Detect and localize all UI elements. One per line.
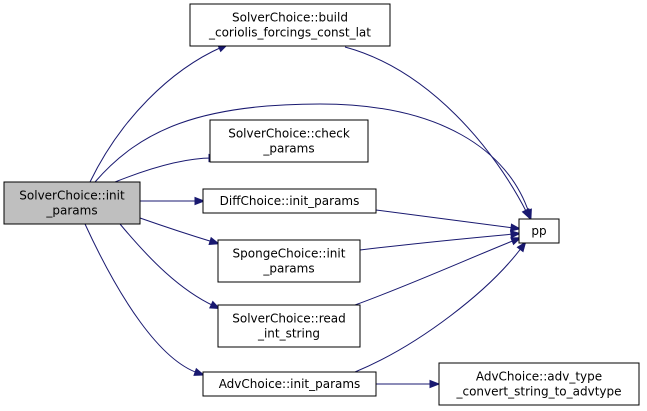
edge-line [119, 223, 215, 307]
arrowhead [516, 241, 527, 253]
node-label-line: pp [531, 224, 546, 238]
node-label-line: SolverChoice::build [232, 11, 348, 25]
node-label-line: _convert_string_to_advtype [455, 385, 621, 399]
node-label-line: SpongeChoice::init [233, 247, 346, 261]
edge-line [84, 223, 199, 374]
edge-root-to-sponge_init [139, 217, 221, 246]
node-label-line: SolverChoice::read [232, 312, 345, 326]
arrowhead [209, 300, 221, 310]
node-build-coriolis[interactable]: SolverChoice::build_coriolis_forcings_co… [189, 3, 391, 47]
edge-line [139, 217, 214, 243]
edge-diff_init-to-pp [375, 209, 522, 232]
edge-root-to-check_params [114, 153, 220, 183]
arrowhead [208, 236, 221, 246]
edge-root-to-build_coriolis [89, 44, 229, 183]
node-label-line: AdvChoice::init_params [219, 377, 361, 391]
node-label-line: SolverChoice::check [228, 127, 350, 141]
arrowhead [510, 237, 522, 246]
edge-root-to-adv_init [84, 223, 205, 376]
node-label-line: _params [45, 204, 97, 218]
edge-root-to-diff_init [140, 196, 206, 206]
arrowhead [429, 379, 441, 389]
edge-line [94, 103, 530, 214]
node-label-line: DiffChoice::init_params [220, 194, 360, 208]
nodes-layer: SolverChoice::init_paramsSolverChoice::b… [3, 3, 640, 406]
edges-layer [84, 44, 532, 389]
node-box[interactable] [217, 239, 361, 283]
edge-adv_init-to-pp [354, 241, 527, 373]
edge-line [359, 233, 515, 251]
node-box[interactable] [217, 304, 361, 348]
edge-line [354, 239, 516, 306]
arrowhead [509, 223, 522, 232]
arrowhead [521, 207, 531, 220]
edge-build_coriolis-to-pp [344, 46, 531, 220]
node-label-line: _int_string [257, 327, 320, 341]
node-sponge-init[interactable]: SpongeChoice::init_params [217, 239, 361, 283]
edge-adv_init-to-adv_type_convert [375, 379, 441, 389]
edge-read_int_string-to-pp [354, 237, 522, 306]
node-box[interactable] [202, 371, 377, 397]
node-label-line: _coriolis_forcings_const_lat [208, 26, 371, 40]
node-box[interactable] [518, 218, 560, 244]
edge-root-to-read_int_string [119, 223, 221, 310]
node-pp[interactable]: pp [518, 218, 560, 244]
edge-line [354, 246, 523, 373]
node-adv-init[interactable]: AdvChoice::init_params [202, 371, 377, 397]
node-box[interactable] [209, 119, 369, 163]
node-label-line: _params [262, 142, 314, 156]
node-box[interactable] [189, 3, 391, 47]
node-box[interactable] [438, 362, 640, 406]
node-label-line: SolverChoice::init [19, 189, 125, 203]
arrowhead [510, 230, 522, 239]
node-adv-type-convert[interactable]: AdvChoice::adv_type_convert_string_to_ad… [438, 362, 640, 406]
node-diff-init[interactable]: DiffChoice::init_params [202, 188, 377, 214]
node-root[interactable]: SolverChoice::init_params [3, 181, 141, 225]
arrowhead [194, 196, 206, 206]
node-read-int-string[interactable]: SolverChoice::read_int_string [217, 304, 361, 348]
node-label-line: _params [262, 262, 314, 276]
edge-sponge_init-to-pp [359, 230, 522, 251]
edge-line [114, 157, 213, 183]
edge-line [375, 209, 515, 229]
node-box[interactable] [202, 188, 377, 214]
node-label-line: AdvChoice::adv_type [476, 370, 602, 384]
node-box[interactable] [3, 181, 141, 225]
node-check-params[interactable]: SolverChoice::check_params [209, 119, 369, 163]
edge-line [344, 46, 528, 214]
arrowhead [193, 367, 205, 376]
edge-line [89, 46, 223, 183]
